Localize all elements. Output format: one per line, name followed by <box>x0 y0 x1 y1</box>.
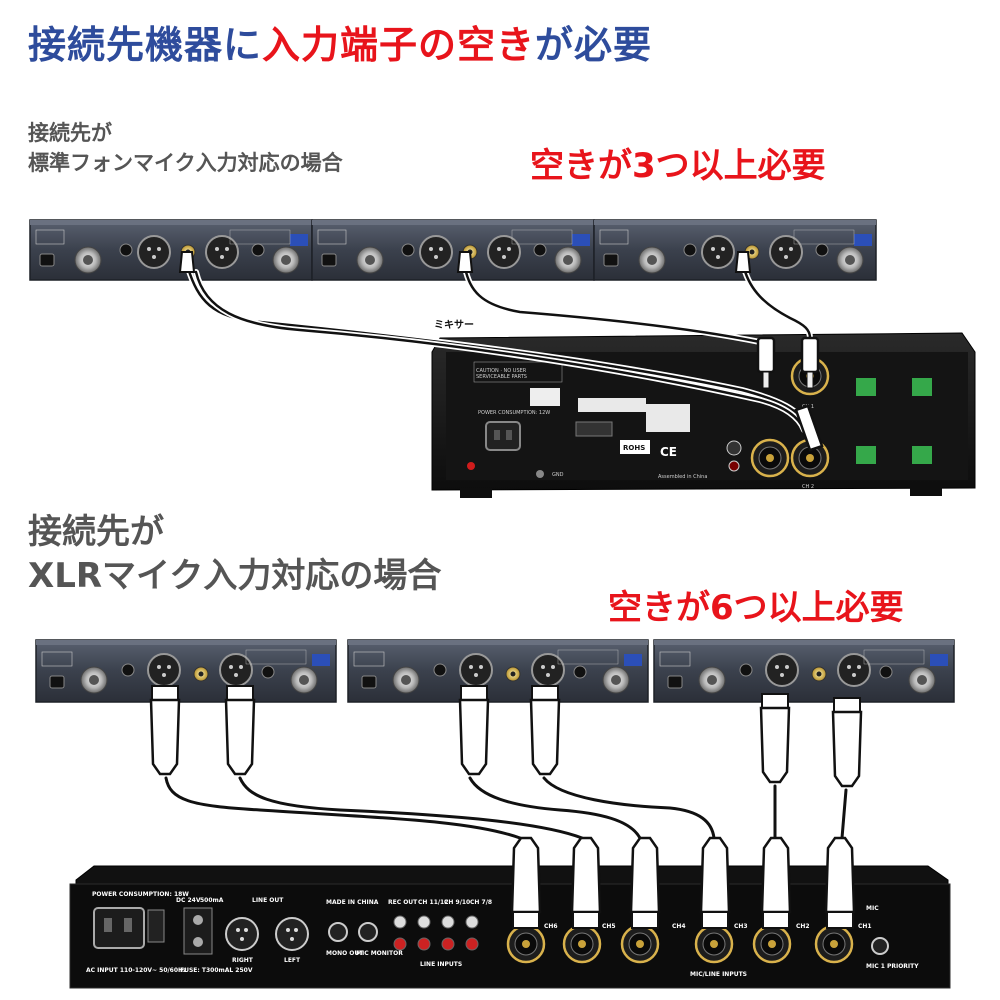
line-out-label: LINE OUT <box>252 897 284 904</box>
ac-input-label: AC INPUT 110-120V~ 50/60Hz <box>86 967 187 974</box>
phone-plugs-source <box>178 251 752 273</box>
ch3-label: CH3 <box>734 923 748 930</box>
receiver-2-bottom <box>347 639 649 703</box>
mixer-unit-small: CAUTION · NO USER SERVICEABLE PARTS POWE… <box>431 332 976 498</box>
xlr-label-line-1: 接続先が <box>28 512 164 552</box>
rohs-label: ROHS <box>623 444 645 452</box>
line-inputs-label: LINE INPUTS <box>420 961 462 968</box>
title-part-1: 接続先機器に <box>28 23 263 67</box>
gnd-label: GND <box>552 472 564 478</box>
receiver-1-top <box>29 219 313 281</box>
ce-mark: CE <box>660 445 677 459</box>
ch1-label: CH1 <box>858 923 872 930</box>
receiver-1-bottom <box>35 639 337 703</box>
svg-text:CAUTION · NO USER: CAUTION · NO USER <box>476 368 527 374</box>
phone-plugs-dest <box>756 336 824 452</box>
mono-out-label: MONO OUT <box>326 950 364 957</box>
phone-requirement: 空きが3つ以上必要 <box>530 146 826 186</box>
phone-cables <box>185 265 813 433</box>
ch11-12-label: CH 11/12 <box>418 899 448 906</box>
ch7-8-label: CH 7/8 <box>470 899 492 906</box>
title-part-2: 入力端子の空き <box>262 23 536 67</box>
mic-monitor-label: MIC MONITOR <box>356 950 403 957</box>
dc-label: DC 24V <box>176 897 201 904</box>
ch4-label: CH4 <box>672 923 686 930</box>
ch2-label: CH2 <box>796 923 810 930</box>
phone-label-line-2: 標準フォンマイク入力対応の場合 <box>28 151 343 175</box>
mixer-unit-rack: POWER CONSUMPTION: 18W AC INPUT 110-120V… <box>69 865 951 989</box>
phone-section-label: 接続先が 標準フォンマイク入力対応の場合 <box>28 118 343 178</box>
xlr-requirement: 空きが6つ以上必要 <box>608 588 904 628</box>
receiver-3-bottom <box>653 639 955 703</box>
rack-power-label: POWER CONSUMPTION: 18W <box>92 891 189 898</box>
mic1-priority-label: MIC 1 PRIORITY <box>866 963 919 970</box>
ch2-label: CH 2 <box>802 484 814 490</box>
xlr-cables <box>164 776 848 840</box>
mixer-label: ミキサー <box>434 319 474 331</box>
ch6-label: CH6 <box>544 923 558 930</box>
phone-label-line-1: 接続先が <box>28 121 112 145</box>
mic-line-inputs-label: MIC/LINE INPUTS <box>690 971 747 978</box>
page-title: 接続先機器に入力端子の空きが必要 <box>28 14 652 69</box>
fuse-label: FUSE: T300mAL 250V <box>180 967 253 974</box>
left-label: LEFT <box>284 957 301 964</box>
rec-out-label: REC OUT <box>388 899 418 906</box>
assembled-label: Assembled in China <box>658 474 707 480</box>
current-label: 500mA <box>200 897 224 904</box>
made-in-china-label: MADE IN CHINA <box>326 899 379 906</box>
mic-label: MIC <box>866 905 879 912</box>
xlr-section-label: 接続先が XLRマイク入力対応の場合 <box>28 510 441 598</box>
ch9-10-label: CH 9/10 <box>444 899 470 906</box>
power-consumption-label: POWER CONSUMPTION: 12W <box>478 410 550 416</box>
receiver-2-top <box>311 219 595 281</box>
svg-text:SERVICEABLE PARTS: SERVICEABLE PARTS <box>476 374 527 380</box>
right-label: RIGHT <box>232 957 254 964</box>
ch5-label: CH5 <box>602 923 616 930</box>
xlr-label-line-2: XLRマイク入力対応の場合 <box>28 556 442 596</box>
receiver-3-top <box>593 219 877 281</box>
title-part-3: が必要 <box>535 23 653 67</box>
